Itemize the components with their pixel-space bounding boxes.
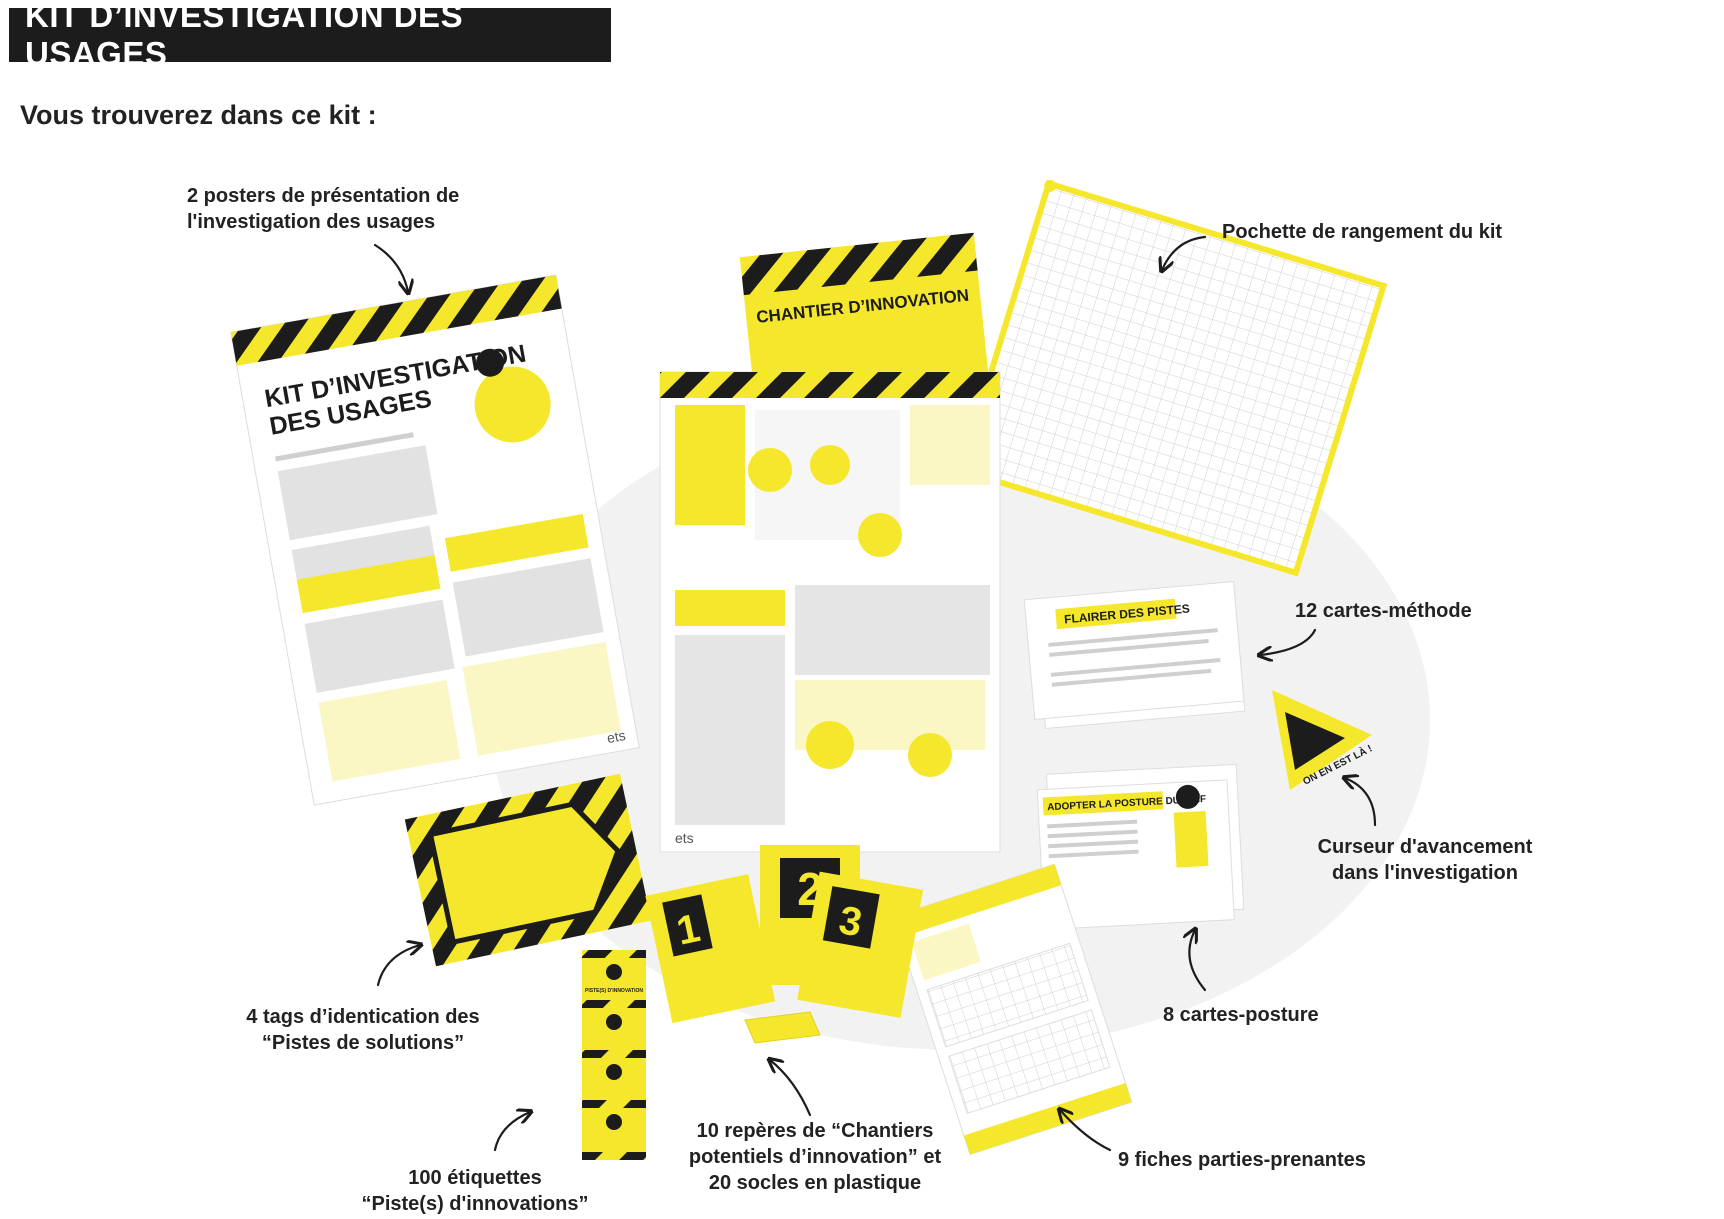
label-posture-cards: 8 cartes-posture: [1163, 1004, 1319, 1026]
label-stickers: 100 étiquettes “Piste(s) d'innovations”: [361, 1167, 589, 1215]
folder-illustration: CHANTIER D’INNOVATION: [739, 232, 989, 402]
markers-illustration: 1 2 3: [645, 845, 924, 1044]
poster-left-logo: ets: [606, 727, 627, 746]
arrows: [373, 235, 1377, 1152]
arrow-tags: [376, 945, 420, 987]
arrow-markers: [770, 1060, 812, 1117]
label-stakeholder-sheets: 9 fiches parties-prenantes: [1118, 1149, 1366, 1171]
sticker-text: PISTE(S) D'INNOVATION: [585, 988, 643, 994]
poster-right-illustration: ets: [659, 371, 1001, 853]
arrow-cursor: [1345, 778, 1377, 827]
sticker-strip-illustration: PISTE(S) D'INNOVATION: [582, 950, 646, 1160]
label-tags: 4 tags d’identication des “Pistes de sol…: [246, 1006, 480, 1054]
posture-cards-illustration: ADOPTER LA POSTURE DU NAÏF: [1036, 763, 1245, 931]
arrow-method-cards: [1260, 628, 1317, 655]
label-posters: 2 posters de présentation de l'investiga…: [187, 185, 460, 233]
method-cards-illustration: FLAIRER DES PISTES: [1023, 581, 1246, 730]
arrow-stakeholders: [1060, 1110, 1112, 1152]
arrow-pouch: [1162, 235, 1207, 270]
intro-subtitle: Vous trouverez dans ce kit :: [20, 100, 377, 130]
stakeholder-sheets-illustration: [892, 863, 1133, 1156]
label-pouch: Pochette de rangement du kit: [1222, 221, 1503, 243]
label-method-cards: 12 cartes-méthode: [1295, 600, 1472, 622]
poster-right-logo: ets: [675, 830, 694, 846]
label-markers: 10 repères de “Chantiers potentiels d’in…: [688, 1120, 942, 1194]
tag-illustration: [404, 773, 652, 967]
poster-left-illustration: KIT D’INVESTIGATION DES USAGES ets: [230, 274, 640, 806]
label-progress-cursor: Curseur d'avancement dans l'investigatio…: [1317, 836, 1533, 884]
arrow-posters: [373, 243, 408, 292]
arrow-labels: [493, 1112, 530, 1152]
pouch-illustration: [957, 179, 1388, 577]
arrow-posture-cards: [1189, 930, 1207, 992]
